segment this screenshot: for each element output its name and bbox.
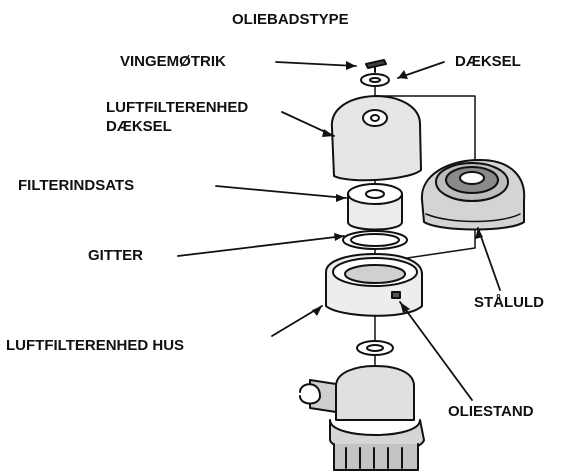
gasket-part (356, 340, 394, 356)
label-filter-element: FILTERINDSATS (18, 177, 135, 194)
label-air-filter-housing: LUFTFILTERENHED HUS (6, 337, 185, 354)
screen-part (342, 230, 408, 250)
label-oil-level: OLIESTAND (448, 403, 534, 420)
wing-nut-part (365, 59, 387, 73)
air-filter-housing-part (325, 253, 423, 317)
air-filter-cover-part (330, 95, 422, 182)
leader-lines (177, 61, 501, 401)
label-steel-wool: STÅLULD (474, 294, 544, 311)
leader-steel-wool (477, 227, 501, 291)
label-air-filter-cover-line1: LUFTFILTERENHED (106, 99, 249, 116)
cover-washer-part (360, 73, 390, 87)
leader-wing-nut (275, 61, 357, 67)
filter-element-part (347, 183, 403, 231)
leader-screen (177, 235, 345, 257)
label-cover: DÆKSEL (455, 53, 521, 70)
steel-wool-link-bottom (379, 225, 476, 263)
label-screen: GITTER (88, 247, 143, 264)
label-air-filter-cover-line2: DÆKSEL (106, 118, 172, 135)
steel-wool-part (420, 159, 526, 231)
label-wing-nut: VINGEMØTRIK (120, 53, 226, 70)
diagram-title: OLIEBADSTYPE (232, 11, 349, 28)
leader-arrowheads (312, 61, 483, 316)
leader-oil-level (399, 301, 473, 401)
leader-filter-element (215, 185, 347, 199)
engine-base-part (299, 365, 425, 471)
steel-wool-link-top (374, 95, 476, 163)
